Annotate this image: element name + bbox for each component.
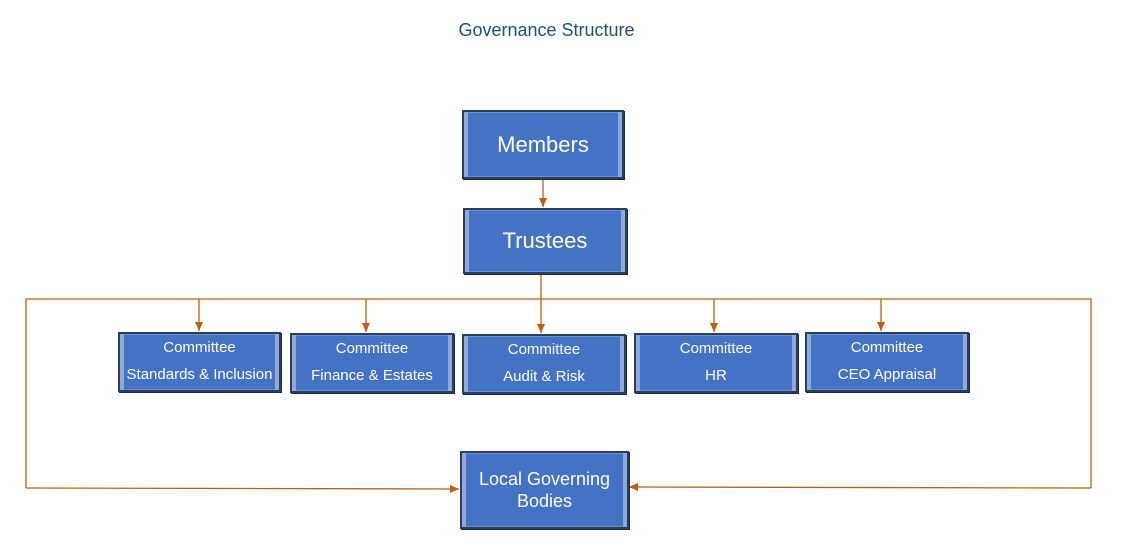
committee-label: Committee bbox=[507, 341, 581, 359]
committee-hr: Committee HR bbox=[634, 333, 798, 393]
members-box: Members bbox=[462, 110, 624, 179]
committee-name: HR bbox=[705, 367, 727, 384]
trustees-box: Trustees bbox=[463, 208, 627, 274]
committee-label: Committee bbox=[163, 339, 236, 357]
committee-name: Finance & Estates bbox=[311, 367, 433, 384]
committee-name: CEO Appraisal bbox=[837, 366, 937, 383]
local-governing-bodies-box: Local Governing Bodies bbox=[460, 451, 629, 529]
local-governing-bodies-line1: Local Governing bbox=[478, 468, 611, 489]
page-title: Governance Structure bbox=[458, 20, 635, 40]
committee-audit-risk: Committee Audit & Risk bbox=[462, 334, 626, 394]
connector-bus bbox=[25, 298, 1092, 488]
committee-label: Committee bbox=[335, 340, 409, 358]
local-governing-bodies-line2: Bodies bbox=[516, 491, 573, 511]
committee-finance-estates: Committee Finance & Estates bbox=[290, 333, 454, 393]
arrow-right-to-lgb bbox=[628, 483, 1092, 492]
committee-standards-inclusion: Committee Standards & Inclusion bbox=[118, 332, 281, 392]
trustees-label: Trustees bbox=[502, 228, 588, 254]
committee-label: Committee bbox=[850, 339, 924, 357]
committee-label: Committee bbox=[679, 340, 753, 358]
arrow-left-to-lgb bbox=[25, 484, 460, 493]
members-label: Members bbox=[497, 131, 589, 157]
committee-name: Audit & Risk bbox=[503, 368, 585, 385]
committee-ceo-appraisal: Committee CEO Appraisal bbox=[805, 332, 969, 392]
committee-name: Standards & Inclusion bbox=[126, 366, 273, 383]
